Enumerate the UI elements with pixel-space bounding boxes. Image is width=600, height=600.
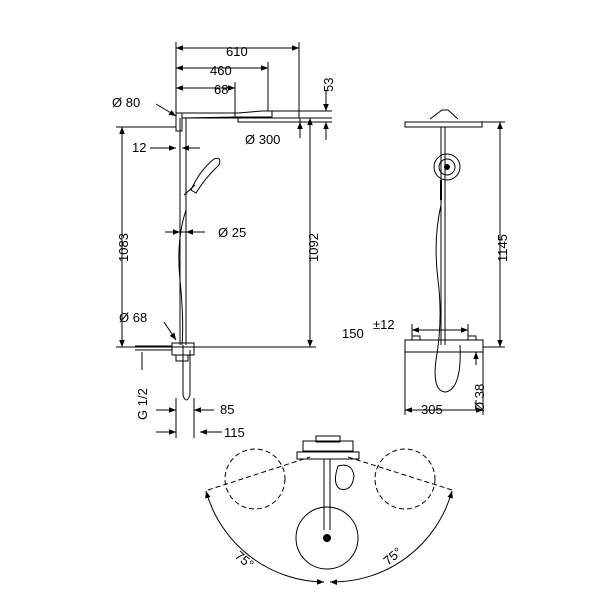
- dim-line-dia68: [163, 321, 177, 341]
- side-arm-joint: [429, 109, 459, 120]
- top-hand-shower: [334, 464, 355, 490]
- label-dia80: Ø 80: [112, 95, 140, 110]
- label-460: 460: [210, 63, 232, 78]
- shower-head: [237, 117, 301, 123]
- rotated-head-right: [374, 448, 436, 510]
- label-dia300: Ø 300: [245, 132, 280, 147]
- label-68-top: 68: [214, 82, 228, 97]
- label-1083: 1083: [116, 233, 131, 262]
- label-thread: G 1/2: [135, 388, 150, 420]
- top-mixer-cap: [315, 435, 341, 443]
- side-hose: [434, 204, 461, 393]
- side-hand-shower-inner: [438, 158, 456, 176]
- label-305: 305: [421, 402, 443, 417]
- label-1145: 1145: [495, 234, 510, 262]
- dim-line-dia80: [155, 103, 177, 117]
- rotated-arm-left: [207, 456, 311, 491]
- side-shower-head: [404, 121, 483, 128]
- label-angle-left: 75°: [232, 548, 257, 572]
- swing-arc-right: [329, 490, 453, 585]
- shower-arm: [181, 110, 273, 119]
- top-mixer-base: [296, 451, 360, 460]
- label-dia38: Ø 38: [472, 384, 487, 412]
- side-view: 1145 150 ±12 305 Ø 38: [342, 109, 510, 417]
- label-1092: 1092: [306, 233, 321, 262]
- side-hand-shower-center: [444, 164, 450, 170]
- label-115: 115: [224, 425, 245, 440]
- hose-loop: [182, 345, 191, 401]
- mixer-outlet: [175, 354, 189, 362]
- side-hand-shower-outer: [433, 153, 461, 181]
- label-tolerance: ±12: [373, 317, 395, 332]
- hose: [178, 209, 187, 346]
- label-dia68: Ø 68: [119, 310, 147, 325]
- hand-shower: [190, 157, 221, 194]
- label-12: 12: [132, 140, 146, 155]
- label-dia25: Ø 25: [218, 225, 246, 240]
- label-85: 85: [220, 402, 234, 417]
- wall-bracket: [175, 112, 183, 132]
- front-view: 610 460 68 53 Ø 80 Ø 300 12 1083 1092 Ø …: [112, 42, 336, 440]
- label-610: 610: [226, 44, 248, 59]
- hand-shower-holder: [183, 184, 196, 196]
- side-mixer: [404, 339, 484, 353]
- swing-arc-left: [205, 490, 325, 585]
- top-shower-center: [323, 534, 331, 542]
- rotated-arm-right: [347, 456, 453, 491]
- label-angle-right: 75°: [380, 544, 405, 568]
- side-mixer-knob-right: [467, 335, 477, 341]
- top-view: 75° 75°: [205, 435, 453, 585]
- rotated-head-left: [224, 448, 286, 510]
- label-150: 150: [342, 326, 364, 341]
- top-mixer-body: [302, 440, 354, 452]
- label-53: 53: [321, 78, 336, 92]
- side-mixer-knob-left: [411, 335, 421, 341]
